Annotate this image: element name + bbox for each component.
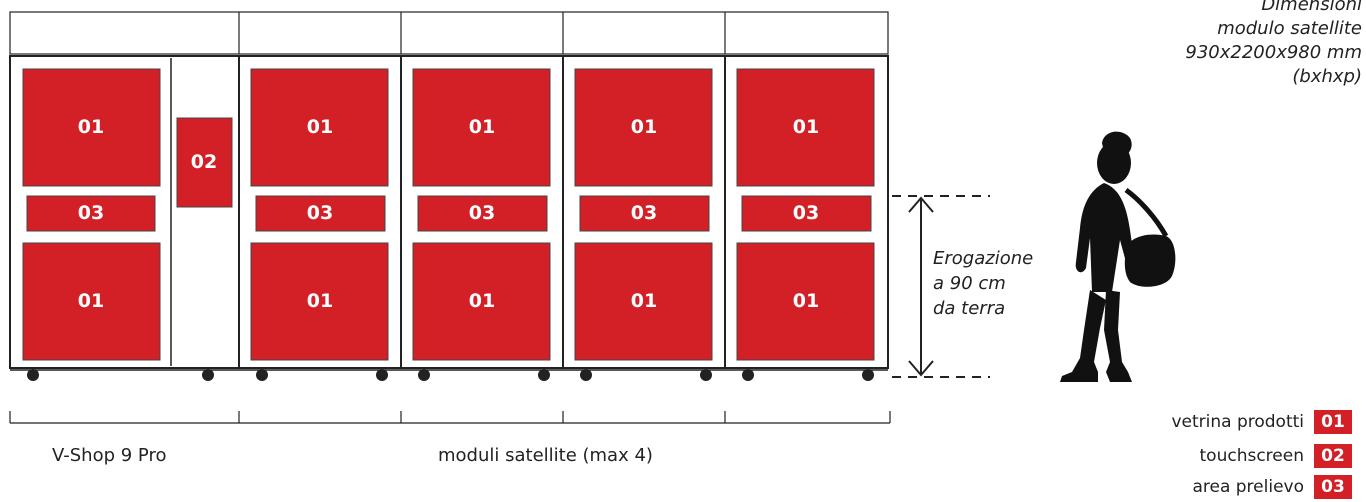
dimensions-note-line: modulo satellite bbox=[1217, 18, 1362, 39]
wheel bbox=[742, 369, 754, 381]
satellite-showcase-top bbox=[250, 68, 389, 187]
wheel bbox=[538, 369, 550, 381]
height-note-line: Erogazione bbox=[933, 248, 1034, 269]
satellite-pickup bbox=[255, 195, 386, 232]
satellite-showcase-bottom-label: 01 bbox=[793, 290, 819, 312]
satellite-showcase-bottom bbox=[736, 242, 875, 361]
wheel bbox=[862, 369, 874, 381]
main-unit: 01 03 01 02 bbox=[9, 55, 240, 381]
legend-badge: 01 bbox=[1314, 410, 1352, 434]
satellite-module: 01 03 01 bbox=[562, 55, 726, 381]
legend-badge: 02 bbox=[1314, 444, 1352, 468]
main-showcase-bottom-label: 01 bbox=[78, 290, 104, 312]
satellite-showcase-bottom-label: 01 bbox=[307, 290, 333, 312]
height-note: Erogazione a 90 cm da terra bbox=[933, 246, 1033, 321]
dimensions-note-line: 930x2200x980 mm bbox=[1185, 42, 1362, 63]
main-showcase-top bbox=[22, 68, 161, 187]
dimensions-note-line: Dimensioni bbox=[1261, 0, 1362, 15]
satellite-showcase-top bbox=[574, 68, 713, 187]
main-showcase-top-label: 01 bbox=[78, 116, 104, 138]
satellite-pickup-label: 03 bbox=[307, 202, 333, 224]
satellite-pickup-label: 03 bbox=[793, 202, 819, 224]
legend-badge: 03 bbox=[1314, 475, 1352, 499]
arrow-up-icon bbox=[908, 196, 934, 213]
wheel bbox=[700, 369, 712, 381]
legend-text: vetrina prodotti bbox=[1171, 412, 1304, 432]
main-pickup bbox=[26, 195, 156, 232]
legend-row: area prelievo 03 bbox=[1006, 474, 1366, 500]
satellite-pickup bbox=[417, 195, 548, 232]
wheel bbox=[202, 369, 214, 381]
satellite-showcase-bottom bbox=[412, 242, 551, 361]
satellite-showcase-bottom bbox=[574, 242, 713, 361]
legend-row: touchscreen 02 bbox=[1006, 443, 1366, 469]
dimensions-note-line: (bxhxp) bbox=[1292, 66, 1362, 87]
dimensions-note: Dimensioni modulo satellite 930x2200x980… bbox=[1185, 0, 1362, 89]
satellite-showcase-bottom-label: 01 bbox=[631, 290, 657, 312]
satellite-pickup-label: 03 bbox=[469, 202, 495, 224]
legend-text: touchscreen bbox=[1199, 446, 1304, 466]
satellite-showcase-top bbox=[412, 68, 551, 187]
main-touchscreen-label: 02 bbox=[191, 151, 217, 173]
group-bracket bbox=[9, 411, 891, 424]
height-note-line: da terra bbox=[933, 298, 1006, 319]
person-silhouette-icon bbox=[1060, 131, 1176, 382]
satellite-module: 01 03 01 bbox=[238, 55, 402, 381]
satellite-pickup bbox=[579, 195, 710, 232]
height-note-line: a 90 cm bbox=[933, 273, 1006, 294]
satellite-showcase-top bbox=[736, 68, 875, 187]
main-pickup-label: 03 bbox=[78, 202, 104, 224]
main-unit-caption: V-Shop 9 Pro bbox=[52, 445, 167, 466]
satellites-caption: moduli satellite (max 4) bbox=[438, 445, 653, 466]
satellite-module: 01 03 01 bbox=[724, 55, 889, 381]
arrow-down-icon bbox=[908, 360, 934, 377]
satellite-showcase-bottom-label: 01 bbox=[469, 290, 495, 312]
satellite-showcase-top-label: 01 bbox=[469, 116, 495, 138]
legend-row: vetrina prodotti 01 bbox=[1006, 409, 1366, 435]
satellite-pickup-label: 03 bbox=[631, 202, 657, 224]
satellite-showcase-bottom bbox=[250, 242, 389, 361]
wheel bbox=[580, 369, 592, 381]
satellite-showcase-top-label: 01 bbox=[793, 116, 819, 138]
satellite-showcase-top-label: 01 bbox=[307, 116, 333, 138]
wheel bbox=[27, 369, 39, 381]
main-touchscreen bbox=[176, 117, 233, 208]
wheel bbox=[256, 369, 268, 381]
main-showcase-bottom bbox=[22, 242, 161, 361]
legend-text: area prelievo bbox=[1192, 477, 1304, 497]
wheel bbox=[376, 369, 388, 381]
satellite-showcase-top-label: 01 bbox=[631, 116, 657, 138]
satellite-pickup bbox=[741, 195, 872, 232]
header-band bbox=[9, 11, 889, 55]
wheel bbox=[418, 369, 430, 381]
satellite-module: 01 03 01 bbox=[400, 55, 564, 381]
